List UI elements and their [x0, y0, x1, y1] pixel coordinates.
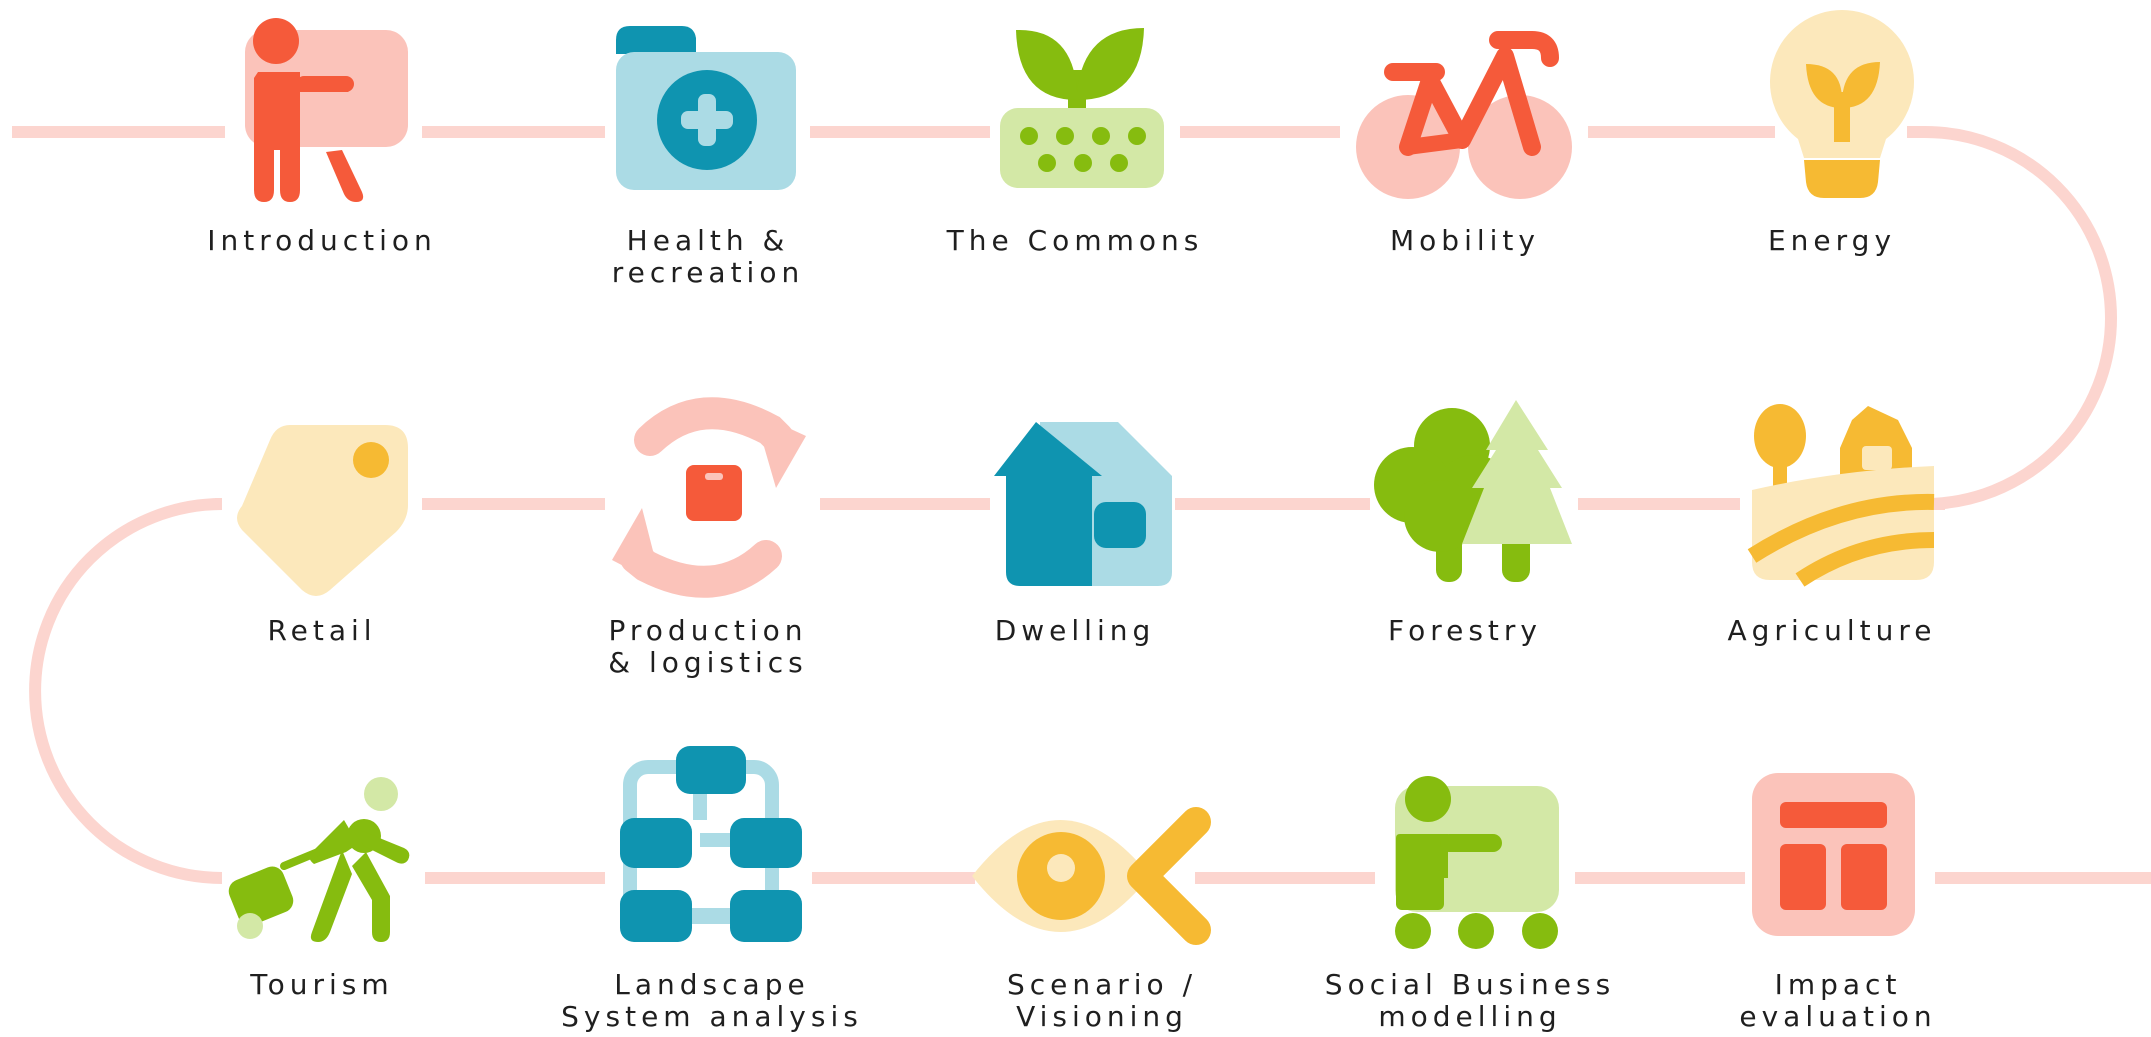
step-label: Tourism	[249, 968, 393, 1001]
bicycle-icon	[1356, 31, 1572, 199]
step-the-commons[interactable]: The Commons	[946, 28, 1204, 257]
roadmap-track	[12, 126, 2151, 884]
sprout-planter-icon	[1000, 28, 1164, 188]
step-dwelling[interactable]: Dwelling	[994, 422, 1172, 647]
step-label-line-1: Social Business	[1325, 968, 1615, 1001]
step-energy[interactable]: Energy	[1768, 9, 1915, 257]
step-social-business-modelling[interactable]: Social Business modelling	[1325, 776, 1615, 1033]
presenter-icon	[245, 18, 408, 202]
lightbulb-sprout-icon	[1769, 9, 1915, 198]
farm-field-icon	[1747, 404, 1935, 587]
step-label-line-1: Impact	[1775, 968, 1902, 1001]
step-label-line-1: Production	[609, 614, 808, 647]
step-label: Dwelling	[995, 614, 1156, 647]
step-label-line-1: Landscape	[614, 968, 809, 1001]
dashboard-layout-icon	[1752, 773, 1915, 936]
eye-vision-icon	[972, 807, 1211, 945]
step-label: Agriculture	[1728, 614, 1937, 647]
step-scenario-visioning[interactable]: Scenario / Visioning	[972, 807, 1211, 1033]
step-label-line-2: recreation	[612, 256, 804, 289]
step-label-line-2: & logistics	[608, 646, 808, 679]
step-production-logistics[interactable]: Production & logistics	[608, 397, 808, 679]
step-landscape-system-analysis[interactable]: Landscape System analysis	[561, 746, 863, 1033]
step-retail[interactable]: Retail	[237, 425, 408, 647]
step-introduction[interactable]: Introduction	[207, 18, 437, 257]
step-label-line-2: System analysis	[561, 1000, 863, 1033]
step-label: Forestry	[1388, 614, 1542, 647]
step-label-line-1: Health &	[627, 224, 790, 257]
step-label-line-2: Visioning	[1016, 1000, 1188, 1033]
step-label: Energy	[1768, 224, 1896, 257]
step-label-line-2: modelling	[1378, 1000, 1561, 1033]
trees-icon	[1374, 400, 1572, 582]
traveler-luggage-icon	[228, 777, 410, 942]
step-tourism[interactable]: Tourism	[225, 777, 410, 1001]
step-forestry[interactable]: Forestry	[1374, 400, 1572, 647]
step-mobility[interactable]: Mobility	[1356, 31, 1572, 257]
step-label-line-2: evaluation	[1739, 1000, 1936, 1033]
house-icon	[994, 422, 1172, 586]
medical-folder-icon	[616, 26, 796, 190]
step-agriculture[interactable]: Agriculture	[1728, 404, 1937, 647]
step-label: The Commons	[946, 224, 1204, 257]
step-label: Mobility	[1390, 224, 1540, 257]
system-network-icon	[620, 746, 802, 942]
price-tag-icon	[237, 425, 408, 596]
step-health-recreation[interactable]: Health & recreation	[612, 26, 804, 289]
step-label: Retail	[267, 614, 376, 647]
step-impact-evaluation[interactable]: Impact evaluation	[1739, 773, 1936, 1033]
recycle-box-icon	[612, 397, 806, 598]
team-presentation-icon	[1395, 776, 1559, 949]
step-label-line-1: Scenario /	[1007, 968, 1197, 1001]
step-label: Introduction	[207, 224, 437, 257]
